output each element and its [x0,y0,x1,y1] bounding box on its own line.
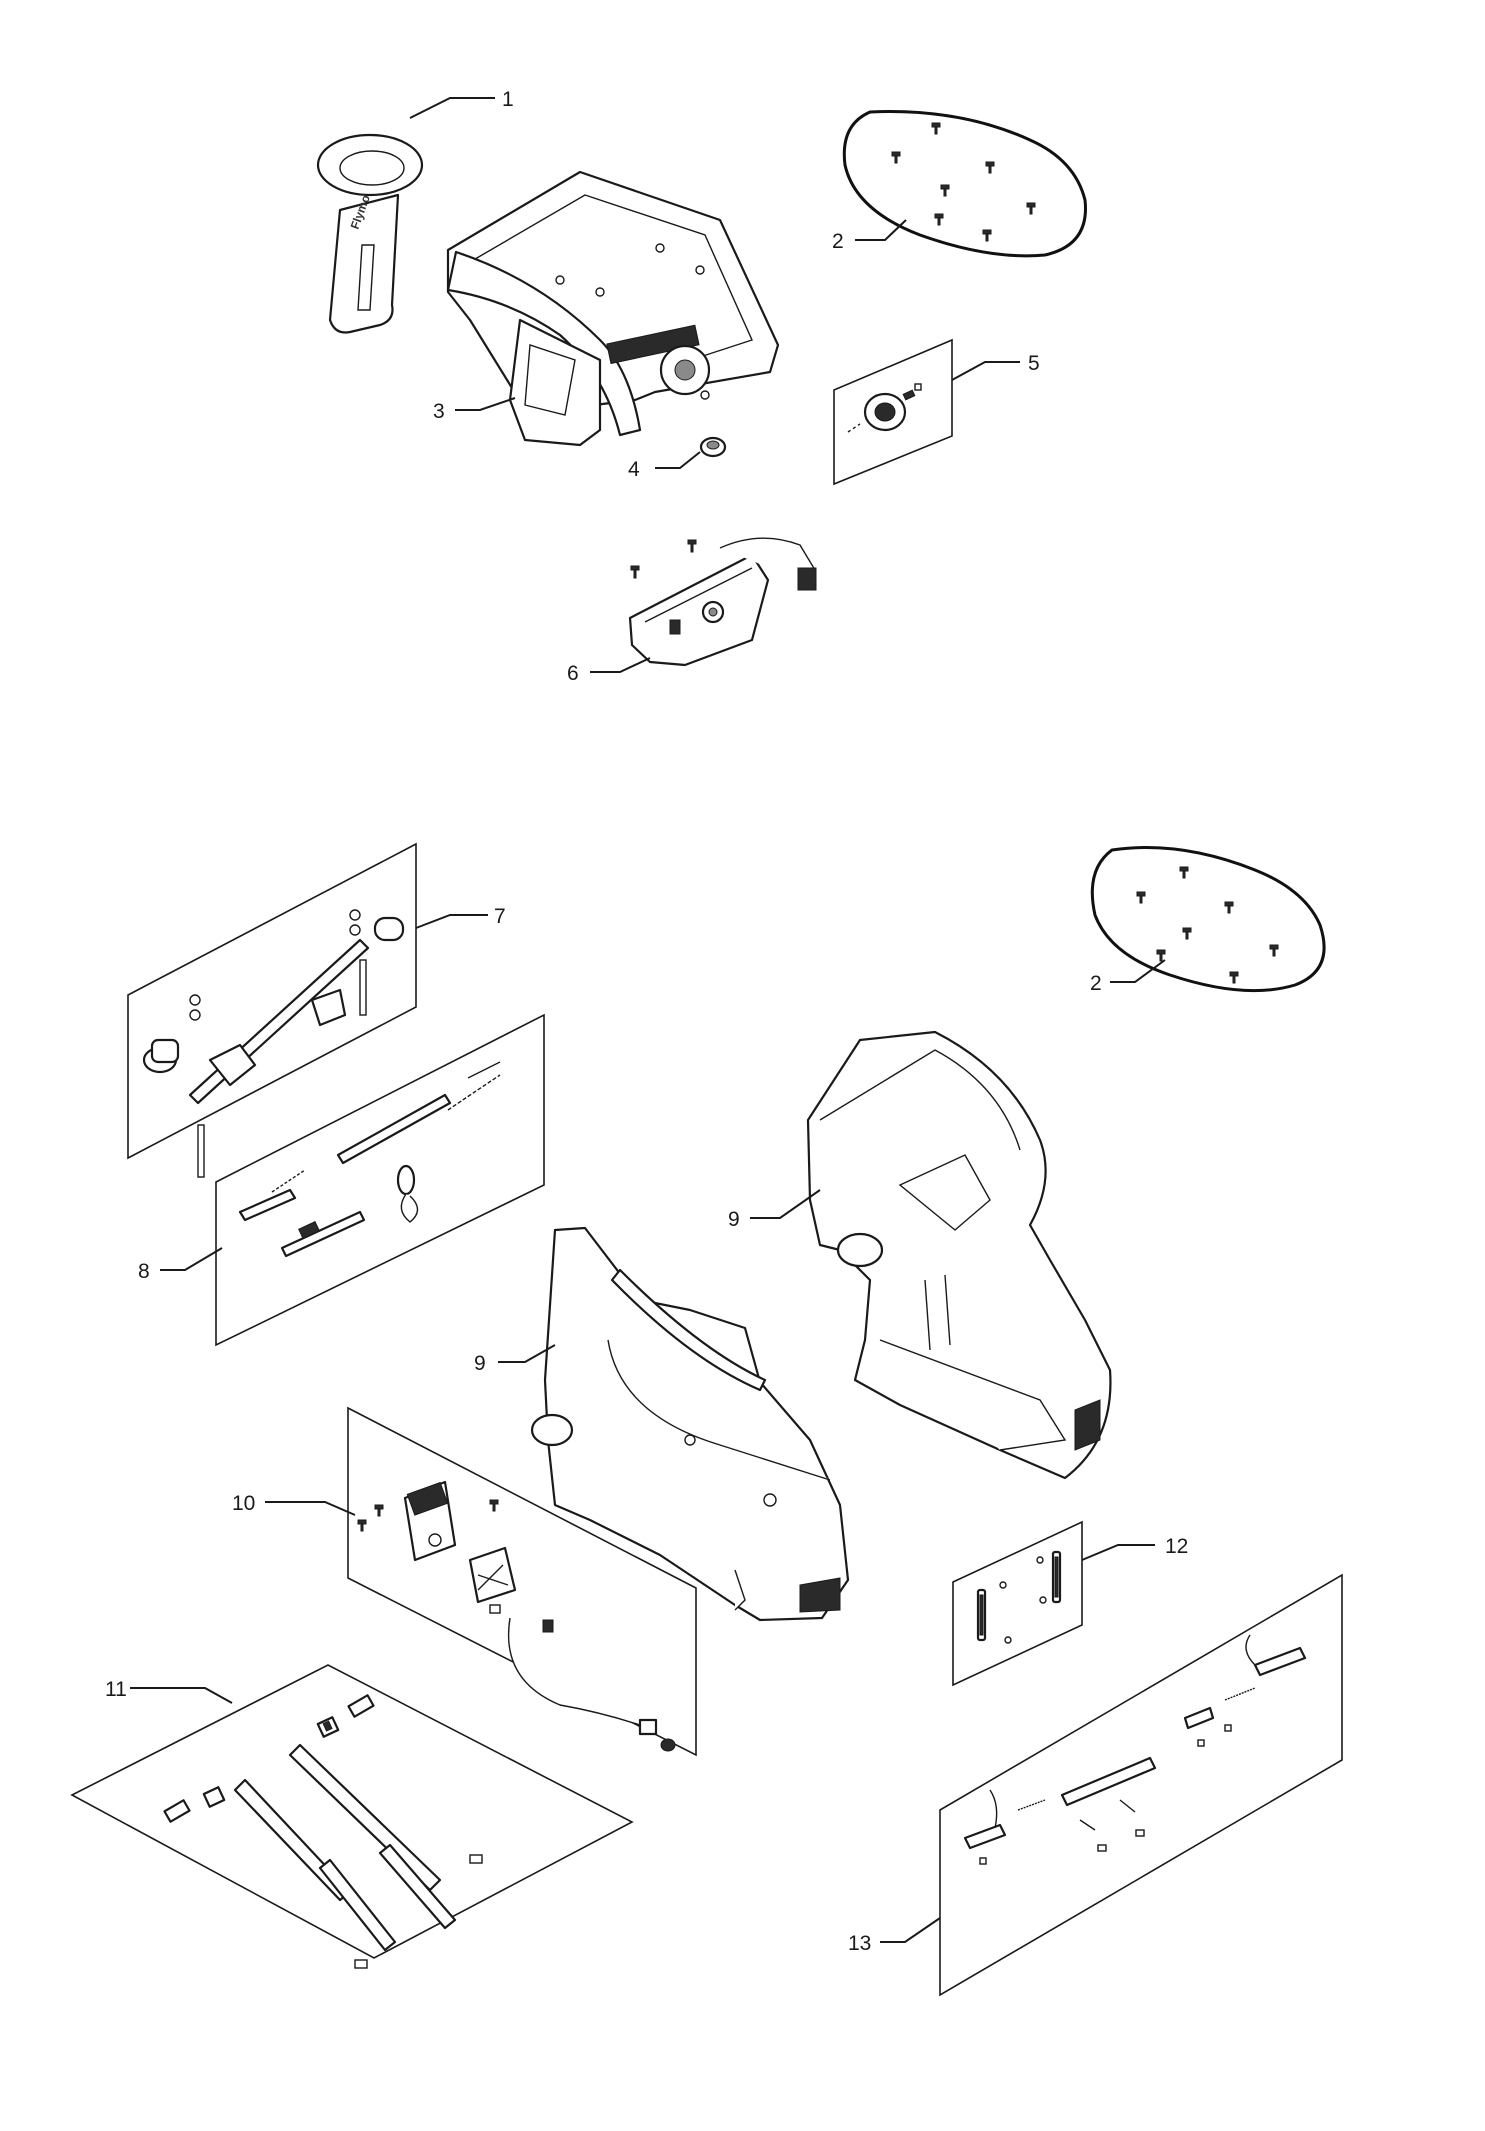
part-12-bracket-kit [952,1520,1083,1687]
part-10-switch-assembly [347,1406,697,1757]
callout-1: 1 [409,88,514,119]
callout-number: 6 [567,662,579,685]
callout-number: 2 [1090,972,1102,995]
callout-number: 11 [105,1678,127,1701]
callout-7: 7 [415,905,506,929]
callout-number: 12 [1165,1535,1188,1558]
part-4-grommet [699,436,727,458]
callout-6: 6 [567,657,651,685]
part-6-switch-box [628,537,817,667]
callout-2-top: 2 [832,219,907,253]
callout-number: 2 [832,230,844,253]
part-7-axle-kit [127,842,417,1178]
screw-icon [630,539,697,579]
part-9-chassis-left [530,1226,850,1622]
part-8-linkage-kit [215,1013,545,1347]
screw-icon [357,1499,499,1532]
part-5-knob-kit [833,338,953,486]
callout-number: 10 [232,1492,255,1515]
callout-9-left: 9 [474,1344,556,1375]
callout-12: 12 [1081,1535,1188,1561]
callout-8: 8 [138,1247,223,1283]
callout-number: 4 [628,458,640,481]
callout-10: 10 [232,1492,356,1516]
callout-number: 3 [433,400,445,423]
part-2-screw-set-top [842,110,1087,258]
part-9-chassis-right [806,1030,1112,1480]
screw-icon [891,122,1036,242]
callout-number: 7 [494,905,506,928]
callout-number: 13 [848,1932,871,1955]
callout-2-bottom: 2 [1090,959,1166,995]
callout-number: 5 [1028,352,1040,375]
callout-13: 13 [848,1917,941,1955]
callout-number: 8 [138,1260,150,1283]
callout-number: 9 [728,1208,740,1231]
callout-11: 11 [105,1678,233,1704]
callout-4: 4 [628,451,701,481]
part-11-gas-strut-kit [70,1664,634,1969]
part-1-handle-clip: Flymo [316,133,424,334]
callout-3: 3 [433,397,516,423]
callout-number: 9 [474,1352,486,1375]
part-13-spring-shaft-kit [939,1573,1343,1997]
callout-number: 1 [502,88,514,111]
screw-icon [1136,866,1279,984]
callout-5: 5 [951,352,1040,381]
part-2-screw-set-bottom [1090,846,1326,993]
callout-9-right: 9 [728,1189,821,1231]
